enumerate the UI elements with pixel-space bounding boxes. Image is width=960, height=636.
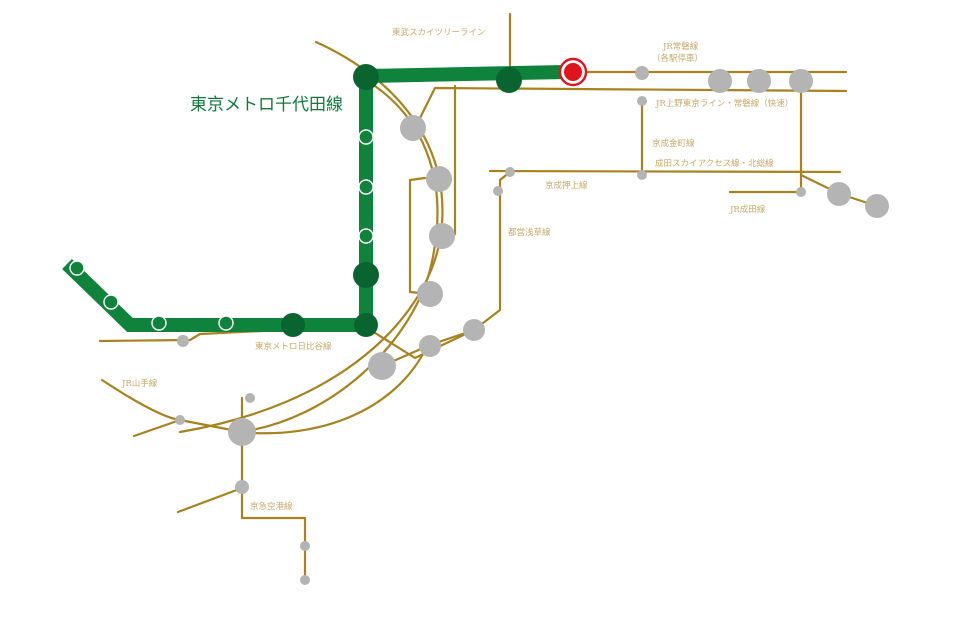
station-chiyoda-small-4[interactable] <box>218 315 234 331</box>
station-chiyoda-small-1[interactable] <box>358 129 374 145</box>
station-small-gray-1[interactable] <box>635 66 649 80</box>
station-gray-2[interactable] <box>426 166 452 192</box>
station-gray-6[interactable] <box>419 335 441 357</box>
chiyoda-north <box>365 65 567 83</box>
label-keisei-kanamachi: 京成金町線 <box>652 138 695 149</box>
map-title: 東京メトロ千代田線 <box>190 95 343 115</box>
chiyoda-main <box>62 76 373 332</box>
station-gray-11[interactable] <box>789 69 813 93</box>
station-gray-7[interactable] <box>368 352 396 380</box>
station-small-gray-3[interactable] <box>637 170 647 180</box>
station-chiyoda-large-5[interactable] <box>281 313 305 337</box>
line-labels: 東武スカイツリーライン JR常磐線 （各駅停車） JR上野東京ライン・常磐線（快… <box>121 27 793 512</box>
station-chiyoda-large-2[interactable] <box>496 67 522 93</box>
station-small-gray-5[interactable] <box>493 186 503 196</box>
station-chiyoda-large-1[interactable] <box>353 64 379 90</box>
station-gray-12[interactable] <box>827 182 851 206</box>
station-small-gray-6[interactable] <box>796 187 806 197</box>
label-metro-hibiya: 東京メトロ日比谷線 <box>255 341 332 352</box>
keikyu-branch-line <box>176 486 244 514</box>
chiyoda-stations <box>69 64 522 337</box>
station-small-gray-11[interactable] <box>300 541 310 551</box>
label-toei-asakusa: 都営浅草線 <box>508 227 551 238</box>
label-jr-joban-local: JR常磐線 <box>662 41 699 52</box>
gray-stations <box>175 66 889 585</box>
jr-parallel-line <box>440 84 457 238</box>
station-small-gray-10[interactable] <box>235 480 249 494</box>
station-small-gray-8[interactable] <box>175 415 185 425</box>
keisei-oshiage-line <box>488 169 842 174</box>
label-keikyu-airport: 京急空港線 <box>250 501 293 512</box>
label-tobu-skytree: 東武スカイツリーライン <box>392 27 486 38</box>
chiyoda-line <box>62 65 567 332</box>
station-chiyoda-small-2[interactable] <box>358 179 374 195</box>
label-jr-yamanote: JR山手線 <box>121 378 158 389</box>
station-gray-13[interactable] <box>865 194 889 218</box>
station-small-gray-2[interactable] <box>637 96 647 106</box>
label-jr-narita: JR成田線 <box>729 204 766 215</box>
station-chiyoda-large-4[interactable] <box>354 313 378 337</box>
label-keisei-oshiage: 京成押上線 <box>545 180 588 191</box>
station-chiyoda-small-6[interactable] <box>103 294 119 310</box>
station-small-gray-7[interactable] <box>177 335 189 347</box>
station-gray-10[interactable] <box>747 69 771 93</box>
toei-asakusa-line <box>380 170 512 368</box>
station-chiyoda-large-3[interactable] <box>353 262 379 288</box>
station-chiyoda-small-3[interactable] <box>358 228 374 244</box>
ueno-tokyo-line <box>413 86 848 130</box>
station-chiyoda-small-7[interactable] <box>69 260 85 276</box>
label-narita-sky-access: 成田スカイアクセス線・北総線 <box>655 158 774 169</box>
station-chiyoda-small-5[interactable] <box>151 315 167 331</box>
label-jr-joban-local-sub: （各駅停車） <box>652 53 703 64</box>
yamanote-arc-curve <box>238 338 432 435</box>
station-gray-9[interactable] <box>708 69 732 93</box>
station-gray-1[interactable] <box>400 115 426 141</box>
station-gray-8[interactable] <box>228 418 256 446</box>
station-small-gray-12[interactable] <box>300 575 310 585</box>
station-small-gray-4[interactable] <box>505 167 515 177</box>
station-gray-4[interactable] <box>417 281 443 307</box>
station-gray-3[interactable] <box>429 223 455 249</box>
station-small-gray-9[interactable] <box>245 393 255 403</box>
keikyu-airport-line <box>240 486 307 582</box>
label-jr-ueno-tokyo: JR上野東京ライン・常磐線（快速） <box>655 98 793 109</box>
station-gray-5[interactable] <box>463 319 485 341</box>
highlight-station[interactable] <box>558 57 588 87</box>
